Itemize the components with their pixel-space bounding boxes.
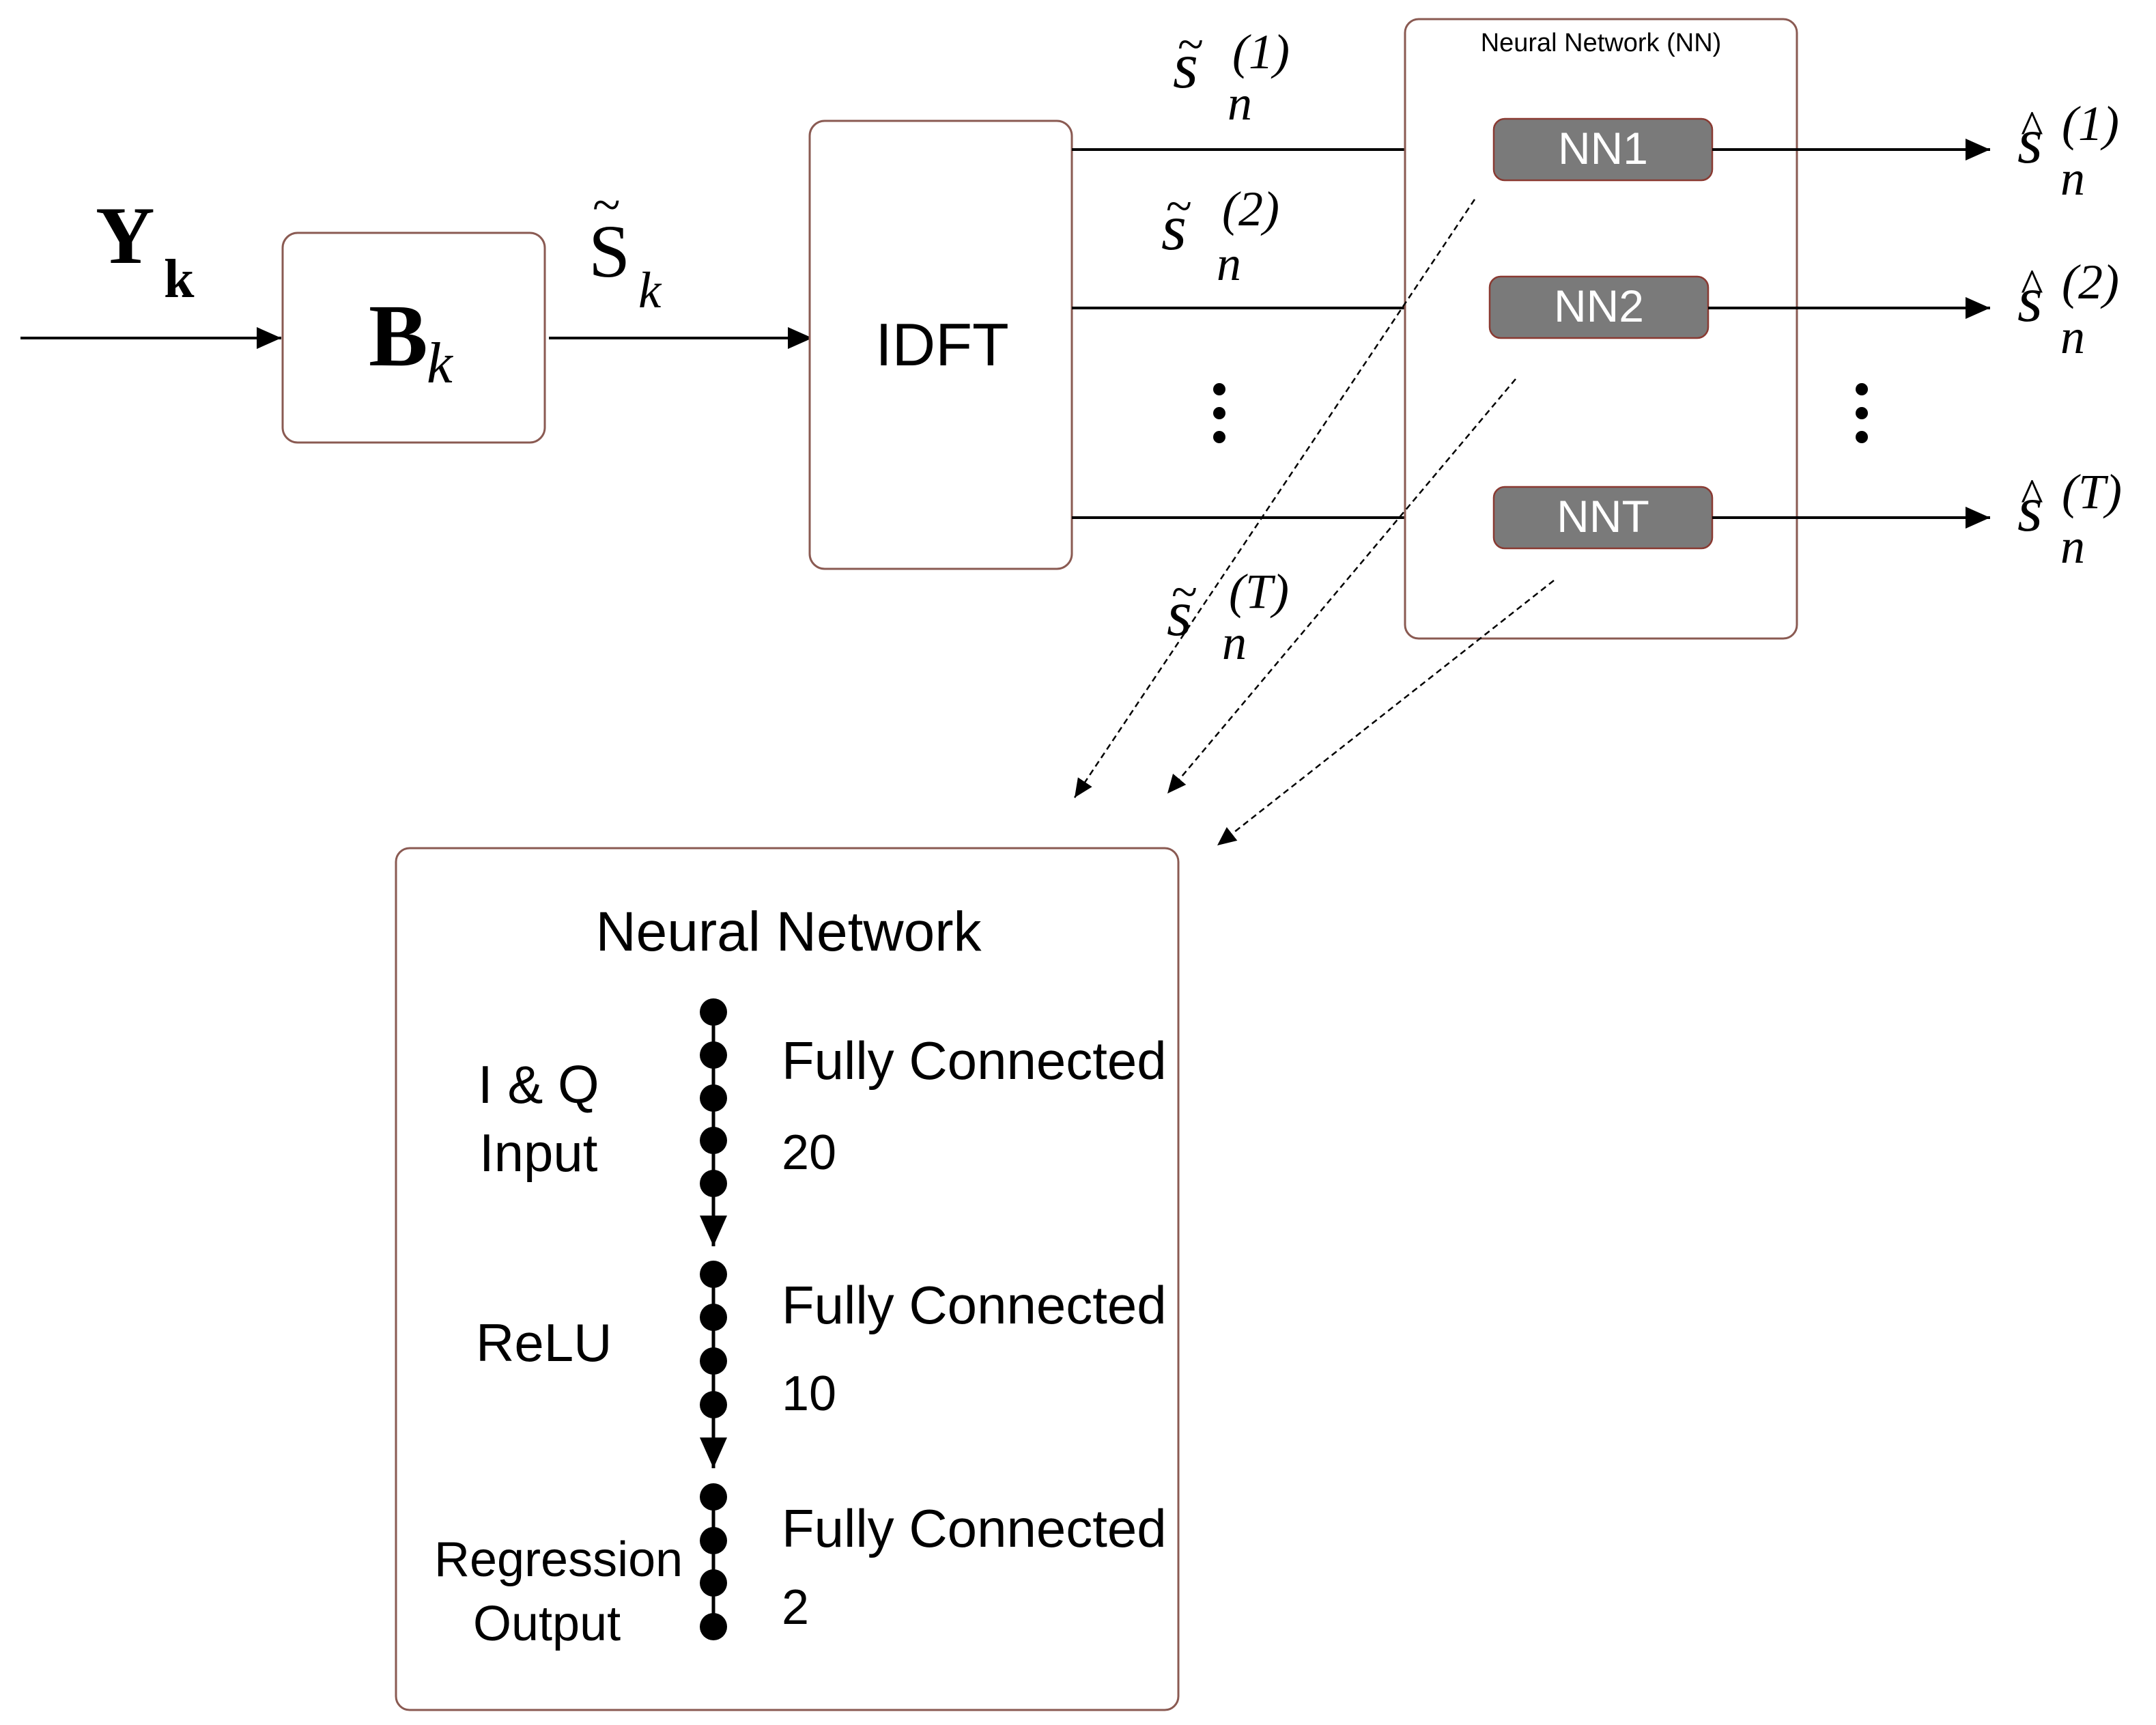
input-signal-label: Y (96, 190, 155, 281)
svg-text:s: s (2017, 263, 2043, 335)
svg-text:n: n (2060, 151, 2085, 206)
output-label-line1: Regression (434, 1532, 683, 1587)
svg-text:n: n (2060, 519, 2085, 574)
layer2-type: Fully Connected (782, 1275, 1167, 1335)
layer3-type: Fully Connected (782, 1498, 1167, 1558)
output-label-line2: Output (473, 1597, 621, 1651)
bk-block-subscript: k (427, 331, 453, 395)
nn2-label: NN2 (1554, 281, 1644, 331)
svg-text:n: n (1222, 615, 1247, 670)
output-T-label: ^ s (T) n (2017, 464, 2122, 574)
layer1-size: 20 (782, 1125, 836, 1180)
input-signal-subscript: k (164, 249, 195, 309)
svg-text:n: n (1228, 76, 1252, 130)
branch-T-label: ~ s (T) n (1167, 564, 1289, 670)
branch-1-label: ~ s (1) n (1173, 18, 1290, 130)
input-label-line1: I & Q (478, 1054, 599, 1114)
svg-text:^: ^ (2021, 260, 2043, 313)
input-label-line2: Input (479, 1123, 598, 1183)
svg-text:n: n (2060, 309, 2085, 364)
svg-text:^: ^ (2021, 470, 2043, 522)
idft-label: IDFT (875, 311, 1009, 378)
svg-text:s: s (2017, 104, 2043, 177)
nn-group-title: Neural Network (NN) (1481, 29, 1722, 57)
svg-text:(1): (1) (1232, 25, 1290, 79)
freq-signal-tilde: ~ (593, 177, 621, 234)
nn-detail-title: Neural Network (595, 901, 982, 963)
svg-text:(1): (1) (2062, 96, 2119, 151)
freq-signal-label: S (588, 210, 630, 293)
idft-block (808, 120, 1073, 570)
branch-2-label: ~ s (2) n (1161, 180, 1279, 291)
layer1-nodes (700, 998, 727, 1197)
svg-text:s: s (1167, 577, 1192, 649)
ellipsis-outputs (1856, 383, 1868, 443)
dashed-arrow-nnT (1217, 580, 1555, 846)
svg-text:s: s (2017, 473, 2043, 545)
svg-text:(2): (2) (2062, 255, 2119, 309)
output-2-label: ^ s (2) n (2017, 255, 2119, 364)
svg-text:~: ~ (1172, 566, 1197, 619)
output-1-label: ^ s (1) n (2017, 96, 2119, 206)
nnT-label: NNT (1557, 491, 1649, 542)
svg-text:(T): (T) (2062, 464, 2122, 519)
layer2-nodes (700, 1261, 727, 1418)
svg-text:(2): (2) (1222, 182, 1279, 236)
svg-text:^: ^ (2021, 102, 2043, 154)
ellipsis-branches (1213, 383, 1225, 443)
relu-label: ReLU (476, 1313, 612, 1373)
svg-text:n: n (1217, 236, 1241, 291)
layer2-size: 10 (782, 1366, 836, 1421)
freq-signal-subscript: k (638, 262, 662, 319)
svg-text:~: ~ (1166, 180, 1192, 233)
layer1-type: Fully Connected (782, 1030, 1167, 1091)
dashed-arrow-nn2 (1167, 378, 1516, 794)
svg-text:s: s (1173, 29, 1198, 102)
svg-text:~: ~ (1178, 18, 1204, 71)
svg-text:(T): (T) (1229, 564, 1289, 619)
nn1-label: NN1 (1558, 123, 1648, 173)
layer3-nodes (700, 1483, 727, 1640)
nn-detail-panel (395, 847, 1180, 1711)
dashed-arrow-nn1 (1073, 199, 1476, 798)
bk-block (281, 232, 546, 444)
layer3-size: 2 (782, 1580, 809, 1635)
svg-text:s: s (1161, 191, 1187, 264)
bk-block-label: B (369, 287, 428, 385)
